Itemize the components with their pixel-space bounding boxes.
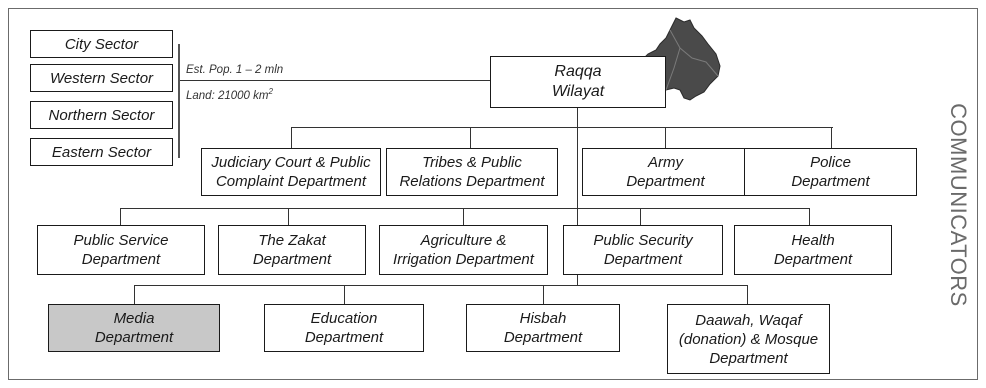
level2-drop-line [809,208,811,225]
level2-bus-line [120,208,810,210]
root-box-raqqa-wilayat: Raqqa Wilayat [490,56,666,108]
level3-bus-line [134,285,748,287]
sector-box-eastern: Eastern Sector [30,138,173,166]
sector-to-root-line [180,80,490,82]
media-department-box: Media Department [48,304,220,352]
level2-drop-line [120,208,122,225]
agriculture-irrigation-department-box: Agriculture & Irrigation Department [379,225,548,275]
level2-drop-line [640,208,642,225]
army-department-box: Army Department [582,148,749,196]
tribes-relations-department-box: Tribes & Public Relations Department [386,148,558,196]
sector-bracket-line [178,44,180,158]
level2-drop-line [463,208,465,225]
level2-drop-line [288,208,290,225]
health-department-box: Health Department [734,225,892,275]
diagram-frame [8,8,978,380]
land-area-note: Land: 21000 km2 [186,87,273,102]
level3-drop-line [134,285,136,304]
level3-drop-line [344,285,346,304]
trunk-line [577,108,579,286]
daawah-waqaf-mosque-department-box: Daawah, Waqaf (donation) & Mosque Depart… [667,304,830,374]
education-department-box: Education Department [264,304,424,352]
population-note: Est. Pop. 1 – 2 mln [186,64,284,76]
police-department-box: Police Department [744,148,917,196]
sector-box-city: City Sector [30,30,173,58]
public-security-department-box: Public Security Department [563,225,723,275]
level3-drop-line [747,285,749,304]
public-service-department-box: Public Service Department [37,225,205,275]
hisbah-department-box: Hisbah Department [466,304,620,352]
communicators-side-label: COMMUNICATORS [946,103,971,307]
sector-box-northern: Northern Sector [30,101,173,129]
level1-drop-line [470,127,472,148]
sector-box-western: Western Sector [30,64,173,92]
level1-drop-line [831,127,833,148]
level3-drop-line [543,285,545,304]
level1-drop-line [665,127,667,148]
level1-drop-line [291,127,293,148]
judiciary-department-box: Judiciary Court & Public Complaint Depar… [201,148,381,196]
zakat-department-box: The Zakat Department [218,225,366,275]
level1-bus-line [291,127,833,129]
